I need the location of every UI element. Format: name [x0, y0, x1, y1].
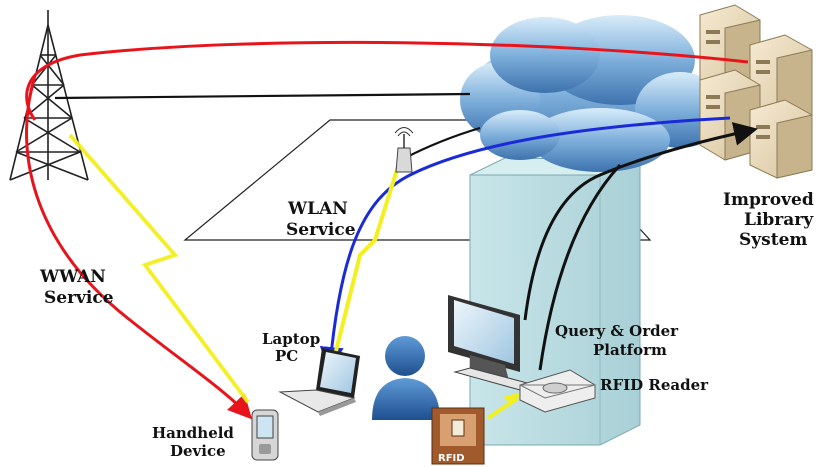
wired-link-platform-server-2	[538, 163, 622, 371]
rfid-reader-icon	[519, 369, 596, 413]
rfid-tag-icon: RFID	[431, 407, 485, 465]
wireless-bolt-ap-laptop	[333, 159, 402, 356]
query-label-line1: Query & Order	[555, 322, 679, 340]
system-label-line1: Improved	[723, 190, 814, 210]
wired-link-tower-cloud	[54, 92, 471, 100]
server-rack-icon	[699, 4, 813, 179]
wwan-label-line1: WWAN	[39, 267, 106, 287]
wireless-access-point-icon	[394, 127, 414, 173]
wwan-link-server-tower	[25, 40, 749, 121]
radio-tower-icon	[9, 10, 89, 181]
rfid-reader-label: RFID Reader	[600, 376, 709, 394]
query-label-line2: Platform	[593, 341, 667, 359]
wireless-bolt-tower-handheld-fill	[68, 133, 250, 404]
handheld-device-icon	[251, 409, 279, 461]
wlan-label-line1: WLAN	[287, 199, 348, 219]
handheld-label-line2: Device	[170, 442, 226, 460]
system-label-line2: Library	[744, 210, 814, 230]
handheld-label-line1: Handheld	[152, 424, 234, 442]
wired-link-platform-server-1	[523, 122, 758, 321]
laptop-icon	[278, 348, 360, 416]
wlan-link-server-laptop	[319, 116, 731, 371]
wwan-label-line2: Service	[44, 288, 114, 308]
wwan-link-tower-handheld	[25, 74, 253, 420]
laptop-label-line1: Laptop	[262, 330, 320, 348]
laptop-label-line2: PC	[275, 347, 298, 365]
monitor-icon	[448, 295, 537, 391]
system-label-line3: System	[739, 230, 807, 250]
wlan-label-line2: Service	[286, 220, 356, 240]
network-cloud-icon	[460, 15, 725, 172]
rfid-tag-label: RFID	[438, 453, 465, 464]
wired-link-ap-cloud	[404, 126, 481, 159]
user-icon	[372, 336, 440, 420]
